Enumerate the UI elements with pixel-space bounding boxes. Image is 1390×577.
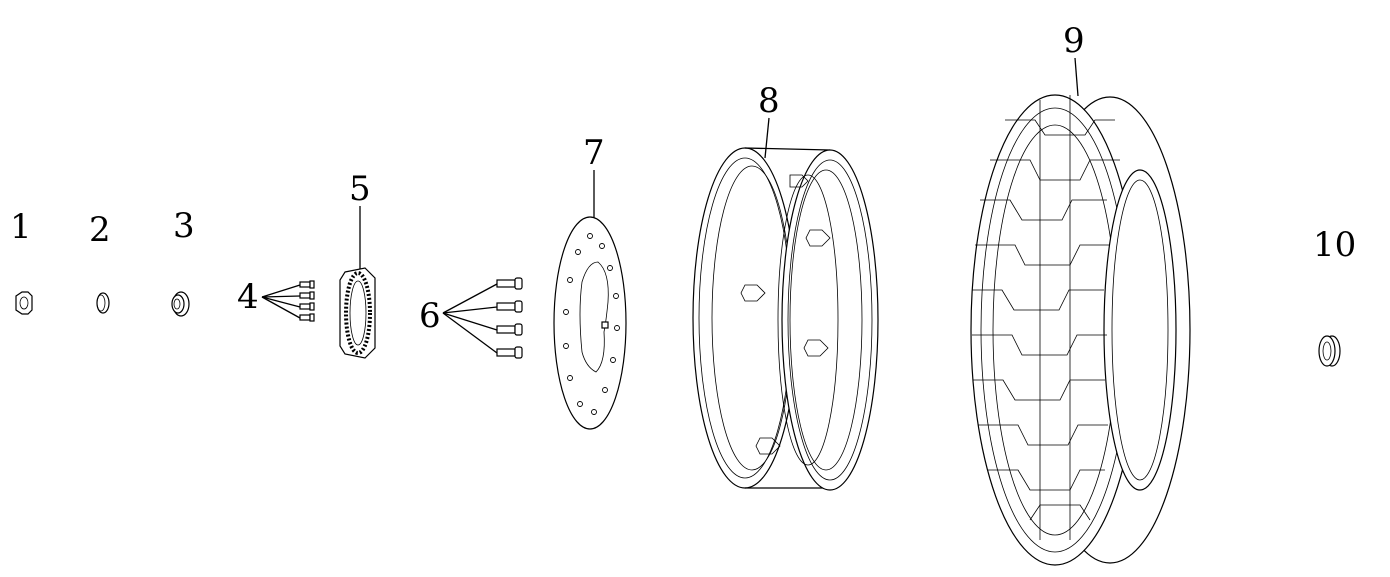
- callout-4: 4: [237, 277, 259, 317]
- callout-3: 3: [173, 206, 195, 246]
- callout-7: 7: [583, 133, 605, 173]
- callout-10: 10: [1313, 225, 1356, 265]
- part-9-tire: 9: [970, 21, 1191, 566]
- tread-pattern: [972, 95, 1120, 540]
- part-4-bolts: 4: [237, 277, 315, 322]
- part-7-brake-disc: 7: [553, 133, 627, 430]
- part-5-hub-plate: 5: [339, 169, 376, 359]
- callout-1: 1: [10, 207, 32, 247]
- part-6-disc-bolts: 6: [419, 277, 523, 359]
- callout-9: 9: [1063, 21, 1085, 61]
- part-2-spacer: 2: [89, 210, 111, 314]
- part-10-spacer: 10: [1313, 225, 1356, 367]
- callout-2: 2: [89, 210, 111, 250]
- callout-5: 5: [349, 169, 371, 209]
- part-1-nut: 1: [10, 207, 33, 315]
- part-8-rim: 8: [692, 81, 879, 491]
- callout-6: 6: [419, 296, 441, 336]
- callout-8: 8: [758, 81, 780, 121]
- part-3-bushing: 3: [171, 206, 195, 317]
